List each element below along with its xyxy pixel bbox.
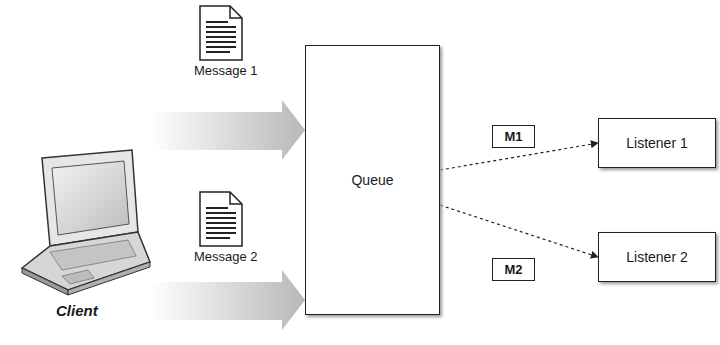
queue-box: Queue (305, 45, 440, 315)
node-text: Queue (351, 172, 393, 188)
node-text: Listener 1 (626, 135, 687, 151)
document-icon (200, 192, 242, 246)
listener-box: Listener 1 (598, 118, 716, 168)
client-label: Client (56, 302, 98, 319)
message-label: Message 1 (194, 63, 258, 78)
node-text: M1 (504, 129, 522, 144)
dashed-arrow (440, 205, 598, 257)
message-tag: M1 (492, 125, 535, 148)
flow-arrow (150, 100, 305, 160)
node-text: M2 (504, 262, 522, 277)
document-icon (200, 6, 242, 60)
message-label: Message 2 (194, 249, 258, 264)
laptop-icon (22, 150, 150, 295)
flow-arrow (150, 270, 305, 330)
listener-box: Listener 2 (598, 232, 716, 282)
node-text: Listener 2 (626, 249, 687, 265)
message-tag: M2 (492, 258, 535, 281)
